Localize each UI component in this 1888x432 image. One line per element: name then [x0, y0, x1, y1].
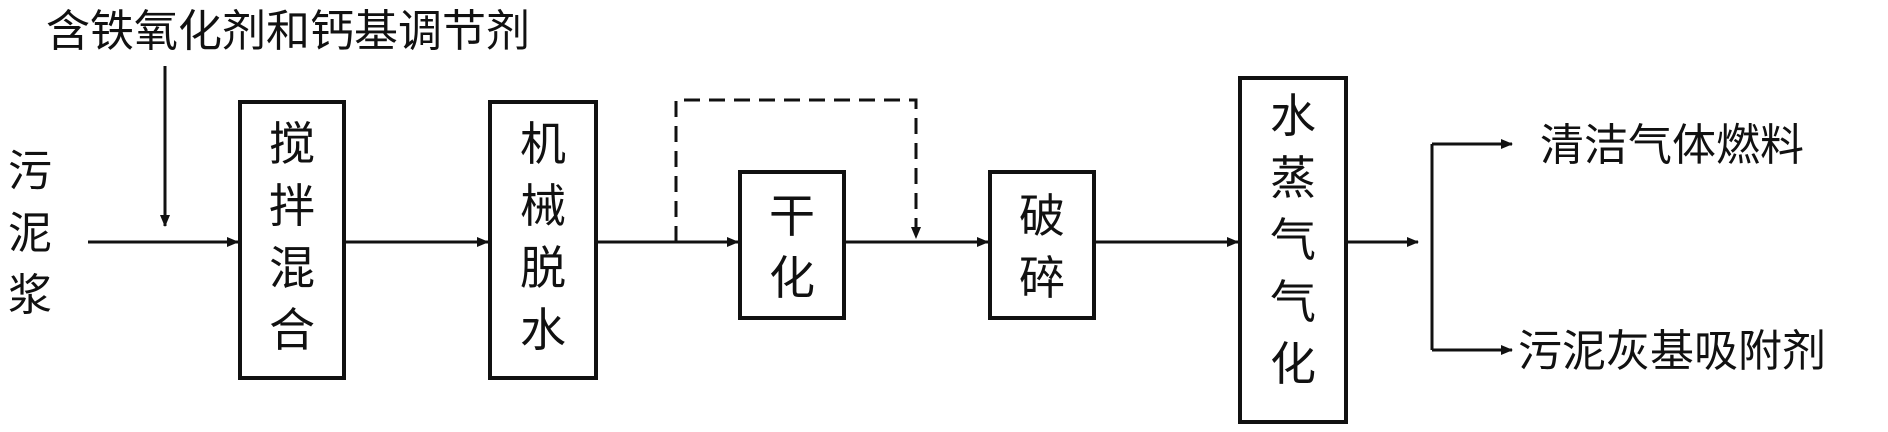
mixing-label-char: 搅 — [269, 117, 315, 171]
mixing-box — [238, 100, 346, 380]
dewatering-label: 机 械 脱 水 — [520, 117, 566, 357]
mixing-label-char: 合 — [269, 303, 315, 357]
feed-label-char: 浆 — [8, 270, 52, 321]
crushing-box — [988, 170, 1096, 320]
feed-label-char: 污 — [8, 146, 52, 197]
drying-box — [738, 170, 846, 320]
output-adsorbent-label: 污泥灰基吸附剂 — [1518, 326, 1826, 377]
gasification-box — [1238, 76, 1348, 424]
crushing-label: 破 碎 — [1019, 189, 1065, 305]
mixing-label-char: 拌 — [269, 179, 315, 233]
dewatering-box — [488, 100, 598, 380]
gasification-label-char: 气 — [1270, 213, 1316, 267]
crushing-label-char: 破 — [1019, 189, 1065, 243]
drying-bypass-dashed-line — [674, 98, 921, 242]
drying-label-char: 干 — [769, 189, 815, 243]
gasification-label-char: 水 — [1270, 89, 1316, 143]
dewatering-label-char: 水 — [520, 303, 566, 357]
gasification-label-char: 蒸 — [1270, 151, 1316, 205]
dewatering-label-char: 械 — [520, 179, 566, 233]
output-fuel-label: 清洁气体燃料 — [1540, 120, 1804, 171]
gasification-label: 水 蒸 气 气 化 — [1270, 89, 1316, 391]
gasification-label-char: 气 — [1270, 275, 1316, 329]
dewatering-label-char: 机 — [520, 117, 566, 171]
gasification-label-char: 化 — [1270, 337, 1316, 391]
additive-input-label: 含铁氧化剂和钙基调节剂 — [46, 6, 530, 57]
crushing-label-char: 碎 — [1019, 251, 1065, 305]
mixing-label: 搅 拌 混 合 — [269, 117, 315, 357]
drying-label: 干 化 — [769, 189, 815, 305]
feed-label: 污 泥 浆 — [8, 146, 52, 321]
feed-label-char: 泥 — [8, 208, 52, 259]
drying-label-char: 化 — [769, 251, 815, 305]
mixing-label-char: 混 — [269, 241, 315, 295]
dewatering-label-char: 脱 — [520, 241, 566, 295]
